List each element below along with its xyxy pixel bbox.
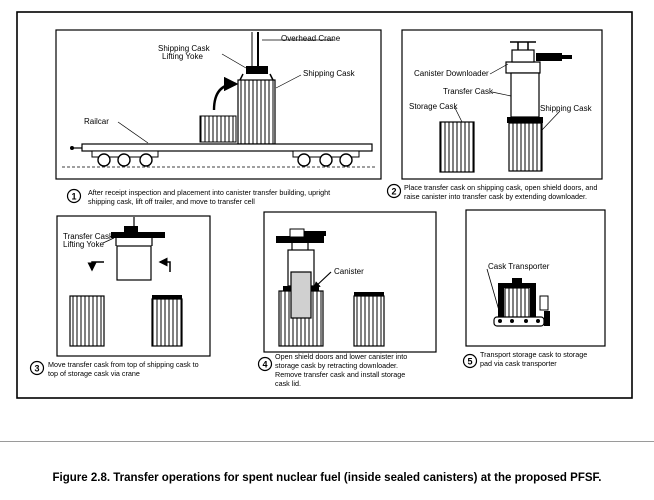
shipping-cask-3 xyxy=(69,295,105,347)
transfer-cask-3 xyxy=(116,245,152,281)
shipping-cask-upright xyxy=(237,79,276,145)
transfer-cask-label-3: Transfer Cask xyxy=(63,232,114,241)
step-5-number: 5 xyxy=(467,357,472,367)
lifting-yoke-label-3: Lifting Yoke xyxy=(63,240,104,249)
step-2-circle xyxy=(386,183,402,199)
step-4-text-line3: Remove transfer cask and install storage xyxy=(275,370,405,379)
step-3-number: 3 xyxy=(34,364,39,374)
shipping-cask-label-2: Shipping Cask xyxy=(540,104,593,113)
step-2-text-line2: raise canister into transfer cask by ext… xyxy=(404,192,587,201)
overhead-crane-label: Overhead Crane xyxy=(281,34,341,43)
panel-2: Canister Downloader Transfer Cask Storag… xyxy=(386,29,603,201)
step-4-text-line4: cask lid. xyxy=(275,379,301,388)
move-arrow-left-icon xyxy=(87,261,104,272)
transfer-operations-figure: Overhead Crane Shipping Cask Lifting Yok… xyxy=(16,11,633,399)
canister-downloader-label: Canister Downloader xyxy=(414,69,489,78)
transfer-cask xyxy=(510,72,540,118)
step-4-text-line2: storage cask by retracting downloader. xyxy=(275,361,398,370)
step-3-text-line2: top of storage cask via crane xyxy=(48,369,140,378)
step-3-circle xyxy=(29,360,45,376)
step-1-number: 1 xyxy=(71,192,76,202)
step-1-text-line2: shipping cask, lift off trailer, and mov… xyxy=(88,197,255,206)
step-3-text-line1: Move transfer cask from top of shipping … xyxy=(48,360,199,369)
step-4-number: 4 xyxy=(262,360,267,370)
shipping-cask-yoke-label-line2: Lifting Yoke xyxy=(162,52,203,61)
shipping-cask-2 xyxy=(508,122,543,172)
step-5-circle xyxy=(462,353,478,369)
step-5-text-line2: pad via cask transporter xyxy=(480,359,557,368)
shipping-cask-yoke-label-line1: Shipping Cask xyxy=(158,44,211,53)
panel-3-box xyxy=(56,215,211,357)
step-1-circle xyxy=(66,188,82,204)
panel-4-box xyxy=(263,211,437,353)
cask-transporter-label: Cask Transporter xyxy=(488,262,550,271)
rotation-arrow-icon xyxy=(212,76,239,111)
step-1-text-line1: After receipt inspection and placement i… xyxy=(88,188,330,197)
shipping-cask-label: Shipping Cask xyxy=(303,69,356,78)
step-2-text-line1: Place transfer cask on shipping cask, op… xyxy=(404,183,597,192)
panel-5-box xyxy=(465,209,606,347)
panel-3: Transfer Cask Lifting Yoke 3 Move transf… xyxy=(29,215,211,378)
step-4-circle xyxy=(257,356,273,372)
railcar-deck xyxy=(81,143,373,152)
panel-4: Canister 4 Open shield doors and lower c… xyxy=(257,211,437,388)
step-2-number: 2 xyxy=(391,187,396,197)
transfer-cask-label: Transfer Cask xyxy=(443,87,494,96)
canister-label: Canister xyxy=(334,267,364,276)
move-arrow-right-icon xyxy=(158,257,171,272)
railcar-label: Railcar xyxy=(84,117,109,126)
shipping-cask-4 xyxy=(353,295,385,347)
panel-2-box xyxy=(401,29,603,180)
railcar-wheels xyxy=(97,153,353,167)
storage-cask-2 xyxy=(439,121,475,173)
step-5-text-line1: Transport storage cask to storage xyxy=(480,350,587,359)
storage-cask-label: Storage Cask xyxy=(409,102,458,111)
separator-line xyxy=(0,441,654,442)
canister xyxy=(290,271,312,319)
panel-5: Cask Transporter 5 Transport storage cas… xyxy=(462,209,606,369)
storage-cask-5 xyxy=(504,287,530,319)
step-4-text-line1: Open shield doors and lower canister int… xyxy=(275,352,407,361)
panel-1-box xyxy=(55,29,382,180)
storage-cask-3 xyxy=(151,298,183,347)
panel-1: Overhead Crane Shipping Cask Lifting Yok… xyxy=(55,29,382,206)
outer-frame xyxy=(16,11,633,399)
figure-caption: Figure 2.8. Transfer operations for spen… xyxy=(52,472,602,484)
